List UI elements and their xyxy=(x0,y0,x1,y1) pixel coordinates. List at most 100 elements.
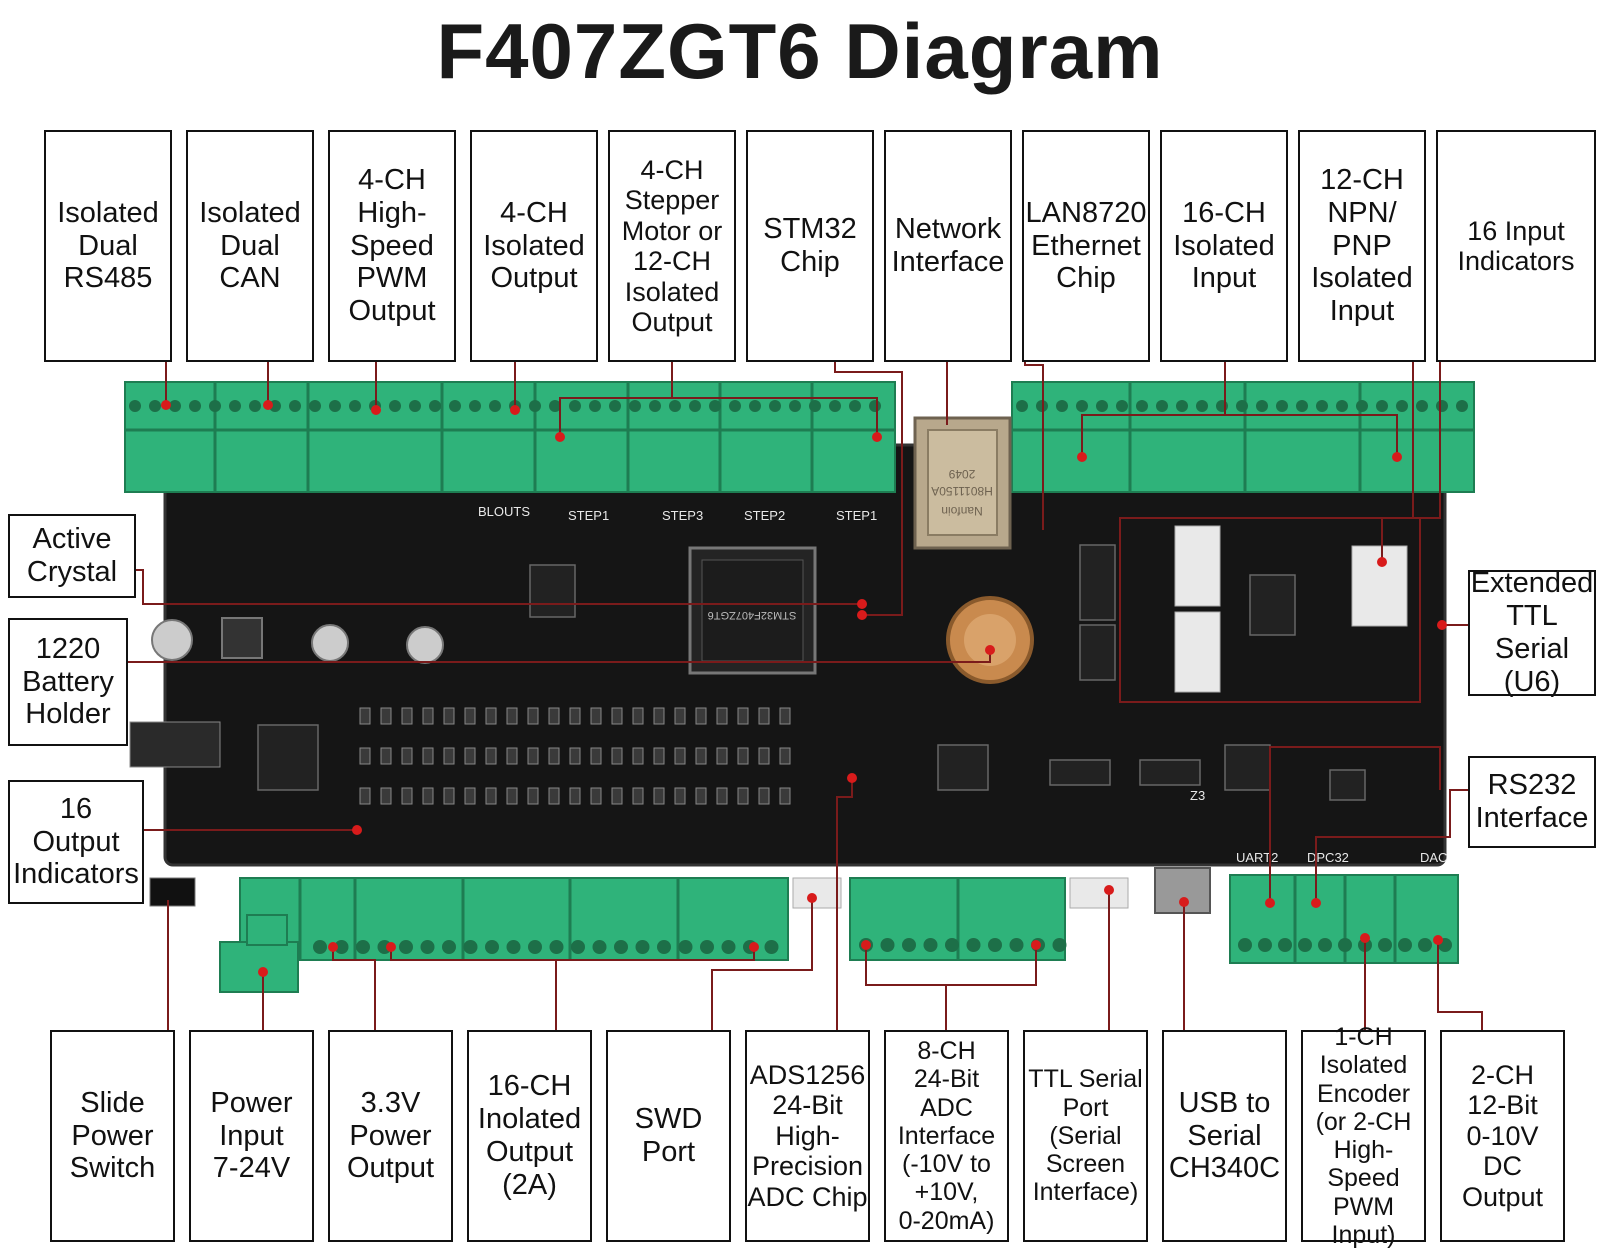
led xyxy=(359,707,371,725)
screw xyxy=(709,400,721,412)
screw xyxy=(1036,400,1048,412)
screw xyxy=(269,400,281,412)
led xyxy=(653,787,665,805)
led xyxy=(506,707,518,725)
screw xyxy=(1052,938,1067,952)
screw xyxy=(859,938,873,952)
screw xyxy=(1416,400,1428,412)
led xyxy=(527,707,539,725)
screw xyxy=(399,940,413,954)
led xyxy=(569,707,581,725)
led xyxy=(632,707,644,725)
screw xyxy=(669,400,681,412)
silk-uart: UART2 xyxy=(1236,850,1278,865)
screw xyxy=(229,400,241,412)
silk-step2: STEP2 xyxy=(744,508,785,523)
led xyxy=(590,747,602,765)
screw xyxy=(1076,400,1088,412)
led xyxy=(443,747,455,765)
label-3v3-power-output: 3.3V Power Output xyxy=(328,1030,453,1242)
screw xyxy=(189,400,201,412)
led xyxy=(674,787,686,805)
screw xyxy=(485,940,499,954)
screw xyxy=(529,400,541,412)
screw xyxy=(729,400,741,412)
screw xyxy=(1418,938,1432,952)
led xyxy=(632,747,644,765)
screw xyxy=(377,940,392,954)
battery-holder-drawing xyxy=(946,596,1034,684)
led xyxy=(380,787,392,805)
label-usb-to-serial: USB to Serial CH340C xyxy=(1162,1030,1287,1242)
screw xyxy=(449,400,461,412)
screw xyxy=(1016,400,1028,412)
label-16ch-isolated-input: 16-CH Isolated Input xyxy=(1160,130,1288,362)
screw xyxy=(1438,938,1452,952)
usb-port xyxy=(1154,867,1211,914)
screw xyxy=(1436,400,1448,412)
label-isolated-dual-rs485: Isolated Dual RS485 xyxy=(44,130,172,362)
diagram-title: F407ZGT6 Diagram xyxy=(436,7,1164,95)
screw xyxy=(209,400,221,412)
label-stm32-chip: STM32 Chip xyxy=(746,130,874,362)
screw xyxy=(700,940,714,954)
screw xyxy=(1096,400,1108,412)
screw xyxy=(129,400,141,412)
led xyxy=(485,747,497,765)
screw xyxy=(1296,400,1308,412)
screw xyxy=(569,400,581,412)
led xyxy=(758,747,770,765)
screw xyxy=(880,938,895,952)
led xyxy=(506,747,518,765)
led xyxy=(380,707,392,725)
silk-step3: STEP3 xyxy=(662,508,703,523)
screw xyxy=(329,400,341,412)
screw xyxy=(1396,400,1408,412)
screw xyxy=(1156,400,1168,412)
screw xyxy=(1136,400,1148,412)
silk-z3: Z3 xyxy=(1190,788,1205,803)
rj45-jack xyxy=(913,416,1012,550)
screw xyxy=(923,938,938,952)
screw xyxy=(1336,400,1348,412)
screw xyxy=(1456,400,1468,412)
led xyxy=(506,787,518,805)
screw xyxy=(849,400,861,412)
screw xyxy=(1338,938,1352,952)
slide-switch-body xyxy=(129,721,221,768)
screw xyxy=(589,400,601,412)
led xyxy=(674,747,686,765)
screw xyxy=(869,400,881,412)
screw xyxy=(1298,938,1312,952)
screw xyxy=(1236,400,1248,412)
screw xyxy=(334,940,349,954)
screw xyxy=(743,940,757,954)
label-16-output-indicators: 16 Output Indicators xyxy=(8,780,144,904)
screw xyxy=(1356,400,1368,412)
led xyxy=(422,707,434,725)
label-isolated-dual-can: Isolated Dual CAN xyxy=(186,130,314,362)
screw xyxy=(966,938,981,952)
label-4ch-stepper-motor: 4-CH Stepper Motor or 12-CH Isolated Out… xyxy=(608,130,736,362)
screw xyxy=(1238,938,1252,952)
screw xyxy=(1318,938,1332,952)
led xyxy=(464,747,476,765)
screw xyxy=(1196,400,1208,412)
led xyxy=(695,707,707,725)
screw xyxy=(309,400,321,412)
screw xyxy=(649,400,661,412)
screw xyxy=(349,400,361,412)
screw xyxy=(592,940,607,954)
led xyxy=(758,707,770,725)
output-indicator-leds xyxy=(359,707,791,805)
led xyxy=(695,787,707,805)
led xyxy=(485,787,497,805)
screw xyxy=(571,940,585,954)
rj45-brand: Nanfoin xyxy=(941,504,982,518)
label-2ch-12bit-dc-output: 2-CH 12-Bit 0-10V DC Output xyxy=(1440,1030,1565,1242)
led xyxy=(359,787,371,805)
led xyxy=(422,787,434,805)
label-8ch-24bit-adc: 8-CH 24-Bit ADC Interface (-10V to +10V,… xyxy=(884,1030,1009,1242)
slide-switch-knob xyxy=(149,877,196,907)
screw xyxy=(506,940,521,954)
